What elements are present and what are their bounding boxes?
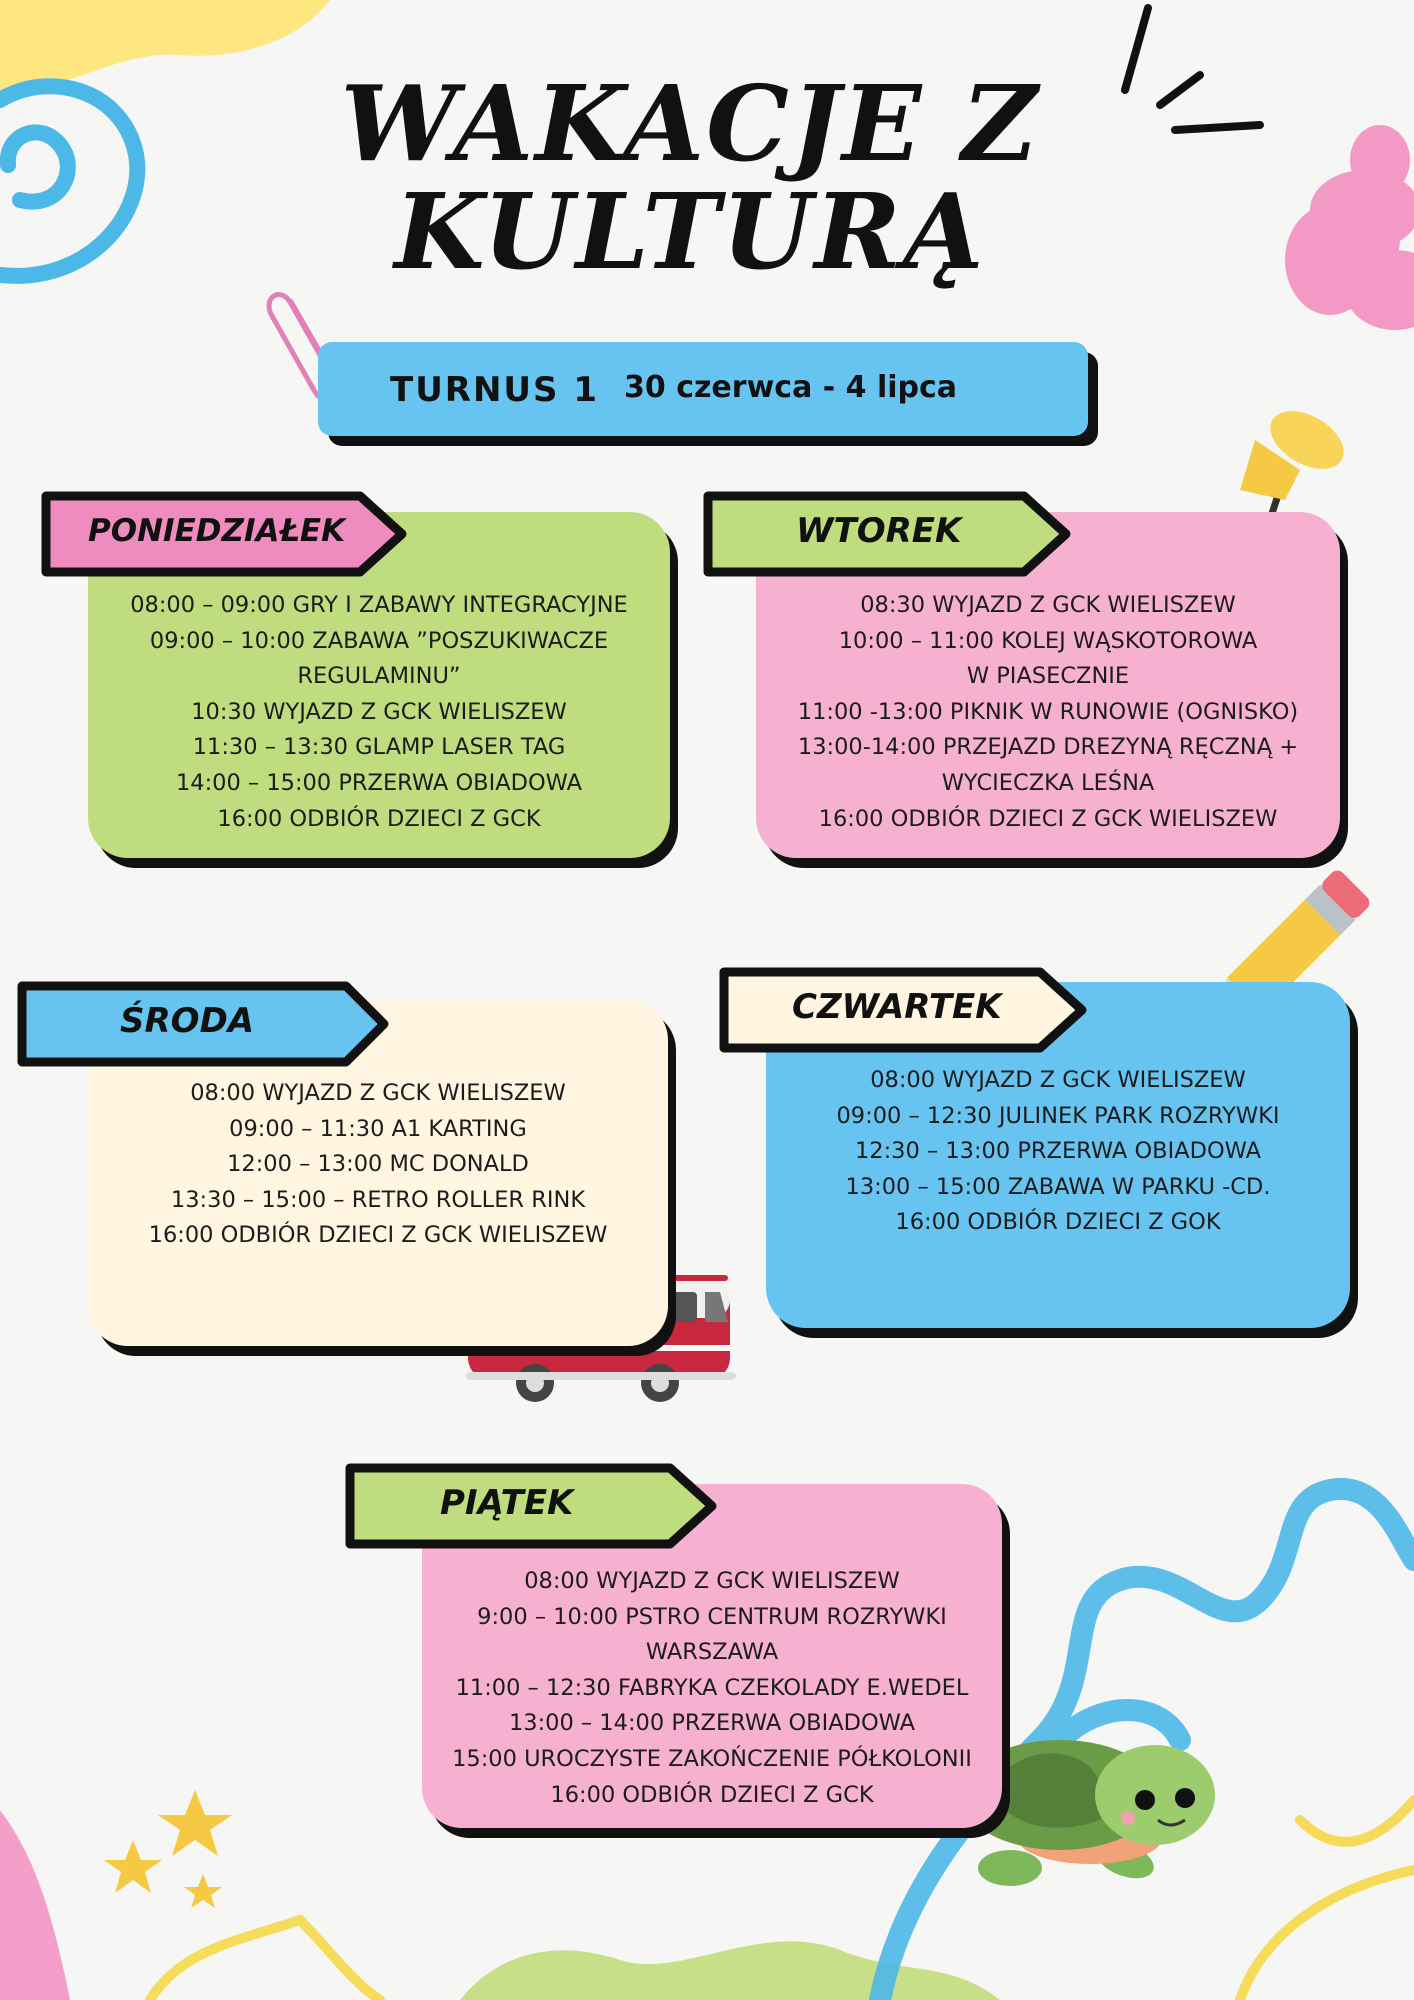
- wednesday-label: ŚRODA: [120, 1001, 255, 1041]
- monday-tag: PONIEDZIAŁEK: [40, 488, 410, 578]
- page-title: WAKACJE Z KULTURĄ: [250, 70, 1130, 286]
- schedule-line: 16:00 ODBIÓR DZIECI Z GOK: [895, 1209, 1221, 1236]
- turnus-label: TURNUS 1: [390, 370, 600, 410]
- schedule-line: 10:30 WYJAZD Z GCK WIELISZEW: [191, 698, 567, 725]
- schedule-line: 12:00 – 13:00 MC DONALD: [227, 1151, 529, 1178]
- thursday-tag: CZWARTEK: [718, 964, 1088, 1054]
- turnus-banner: TURNUS 1 30 czerwca - 4 lipca: [318, 342, 1088, 436]
- friday-tag: PIĄTEK: [344, 1460, 720, 1550]
- wednesday-tag: ŚRODA: [16, 978, 392, 1068]
- turnus-dates: 30 czerwca - 4 lipca: [624, 370, 958, 405]
- monday-label: PONIEDZIAŁEK: [88, 513, 346, 549]
- tuesday-schedule: 08:30 WYJAZD Z GCK WIELISZEW 10:00 – 11:…: [756, 588, 1340, 837]
- schedule-line: 13:00-14:00 PRZEJAZD DREZYNĄ RĘCZNĄ +: [797, 734, 1299, 761]
- tuesday-label: WTOREK: [796, 511, 962, 551]
- title-line-1: WAKACJE Z: [340, 62, 1040, 185]
- friday-schedule: 08:00 WYJAZD Z GCK WIELISZEW 9:00 – 10:0…: [422, 1564, 1002, 1813]
- schedule-line: WARSZAWA: [645, 1639, 779, 1666]
- thursday-label: CZWARTEK: [792, 987, 1002, 1027]
- schedule-line: 9:00 – 10:00 PSTRO CENTRUM ROZRYWKI: [477, 1603, 947, 1630]
- schedule-line: 09:00 – 12:30 JULINEK PARK ROZRYWKI: [836, 1102, 1280, 1129]
- title-line-2: KULTURĄ: [394, 170, 986, 293]
- tuesday-tag: WTOREK: [702, 488, 1072, 578]
- spiral-scribble: [0, 78, 146, 284]
- schedule-line: REGULAMINU”: [297, 663, 461, 690]
- schedule-line: 10:00 – 11:00 KOLEJ WĄSKOTOROWA: [838, 627, 1258, 654]
- thursday-schedule: 08:00 WYJAZD Z GCK WIELISZEW 09:00 – 12:…: [766, 1063, 1350, 1241]
- pink-flower: [1285, 125, 1414, 330]
- schedule-line: W PIASECZNIE: [966, 663, 1130, 690]
- schedule-line: 16:00 ODBIÓR DZIECI Z GCK: [550, 1781, 874, 1808]
- schedule-line: 12:30 – 13:00 PRZERWA OBIADOWA: [854, 1138, 1262, 1165]
- schedule-line: 08:00 – 09:00 GRY I ZABAWY INTEGRACYJNE: [130, 592, 628, 618]
- schedule-line: WYCIECZKA LEŚNA: [941, 769, 1155, 796]
- schedule-line: 14:00 – 15:00 PRZERWA OBIADOWA: [175, 769, 583, 796]
- schedule-line: 15:00 UROCZYSTE ZAKOŃCZENIE PÓŁKOLONII: [452, 1745, 972, 1772]
- friday-card: 08:00 WYJAZD Z GCK WIELISZEW 9:00 – 10:0…: [422, 1484, 1002, 1828]
- burst-lines: [1121, 4, 1264, 134]
- schedule-line: 08:00 WYJAZD Z GCK WIELISZEW: [524, 1568, 900, 1594]
- schedule-line: 13:00 – 15:00 ZABAWA W PARKU -CD.: [845, 1173, 1271, 1200]
- wednesday-schedule: 08:00 WYJAZD Z GCK WIELISZEW 09:00 – 11:…: [88, 1076, 668, 1254]
- schedule-line: 09:00 – 10:00 ZABAWA ”POSZUKIWACZE: [149, 627, 609, 654]
- monday-schedule: 08:00 – 09:00 GRY I ZABAWY INTEGRACYJNE …: [88, 588, 670, 837]
- schedule-line: 13:30 – 15:00 – RETRO ROLLER RINK: [170, 1186, 586, 1213]
- thursday-card: 08:00 WYJAZD Z GCK WIELISZEW 09:00 – 12:…: [766, 982, 1350, 1328]
- schedule-line: 16:00 ODBIÓR DZIECI Z GCK WIELISZEW: [818, 805, 1278, 832]
- friday-label: PIĄTEK: [440, 1483, 574, 1523]
- schedule-line: 08:30 WYJAZD Z GCK WIELISZEW: [860, 592, 1236, 618]
- schedule-line: 16:00 ODBIÓR DZIECI Z GCK WIELISZEW: [148, 1222, 608, 1249]
- wednesday-card: 08:00 WYJAZD Z GCK WIELISZEW 09:00 – 11:…: [88, 1000, 668, 1346]
- schedule-line: 09:00 – 11:30 A1 KARTING: [229, 1115, 527, 1142]
- schedule-line: 11:00 -13:00 PIKNIK W RUNOWIE (OGNISKO): [797, 698, 1299, 725]
- schedule-line: 11:30 – 13:30 GLAMP LASER TAG: [192, 734, 566, 761]
- schedule-line: 08:00 WYJAZD Z GCK WIELISZEW: [870, 1067, 1246, 1093]
- turtle-illustration: [938, 1740, 1215, 1886]
- schedule-line: 13:00 – 14:00 PRZERWA OBIADOWA: [508, 1710, 916, 1737]
- schedule-line: 08:00 WYJAZD Z GCK WIELISZEW: [190, 1080, 566, 1106]
- schedule-line: 11:00 – 12:30 FABRYKA CZEKOLADY E.WEDEL: [455, 1674, 969, 1701]
- stars: [104, 1790, 232, 1908]
- schedule-line: 16:00 ODBIÓR DZIECI Z GCK: [217, 805, 541, 832]
